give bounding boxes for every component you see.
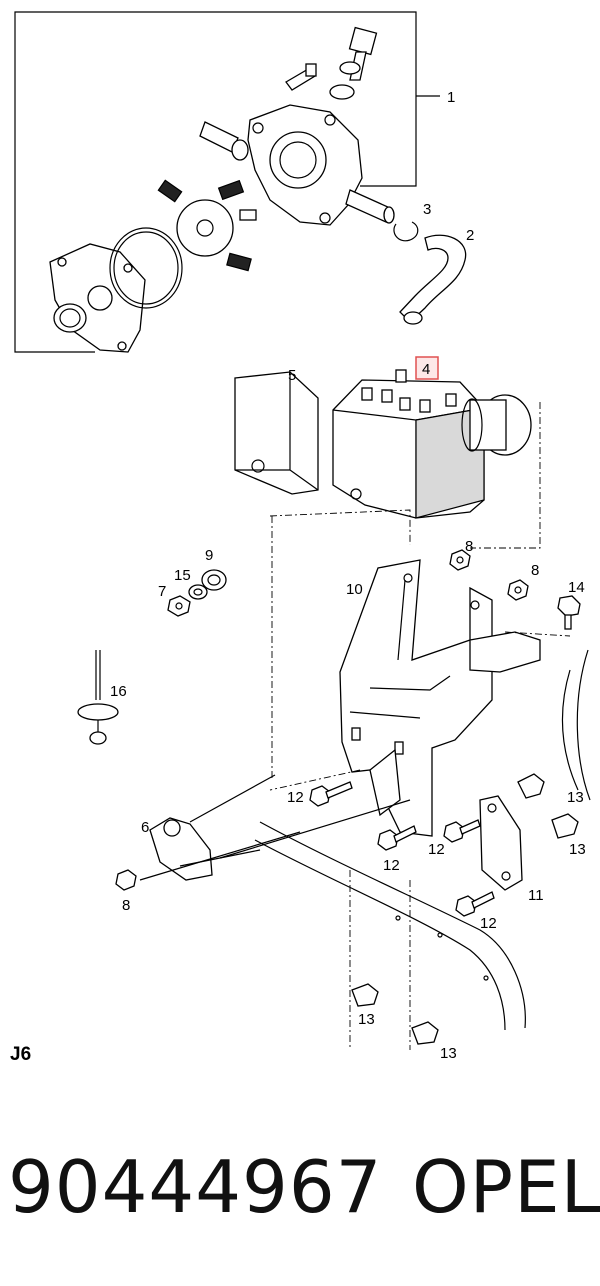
brand-name: OPEL (412, 1145, 600, 1229)
inset-pump-assembly (14, 11, 467, 353)
callout-7: 7 (158, 583, 166, 600)
callout-12-c: 12 (383, 857, 400, 874)
bolt (377, 825, 417, 851)
bolt (309, 781, 353, 807)
leader-lines (139, 774, 411, 881)
callout-6: 6 (141, 819, 149, 836)
fasteners (77, 549, 581, 1045)
callout-5: 5 (288, 367, 296, 384)
bolt (455, 891, 495, 917)
callout-labels: 1 2 3 4 5 6 7 8 8 8 9 10 11 12 12 12 12 … (110, 89, 586, 1062)
callout-13-b: 13 (569, 841, 586, 858)
bolt (443, 819, 481, 843)
callout-9: 9 (205, 547, 213, 564)
callout-4-highlight (415, 356, 439, 380)
clip (551, 813, 579, 839)
callout-11: 11 (528, 887, 544, 904)
callout-16: 16 (110, 683, 127, 700)
sheet-label: J6 (10, 1044, 31, 1065)
callout-13-a: 13 (567, 789, 584, 806)
callout-13-d: 13 (440, 1045, 457, 1062)
callout-8-right: 8 (531, 562, 539, 579)
clip (411, 1021, 439, 1045)
callout-1: 1 (447, 89, 455, 106)
callout-8-left: 8 (122, 897, 130, 914)
clip (351, 983, 379, 1007)
part-number: 90444967 (8, 1145, 382, 1229)
callout-13-c: 13 (358, 1011, 375, 1028)
callout-4: 4 (422, 361, 430, 378)
callout-8-top: 8 (465, 538, 473, 555)
callout-14: 14 (568, 579, 585, 596)
callout-12-d: 12 (480, 915, 497, 932)
clip (517, 773, 545, 799)
callout-3: 3 (423, 201, 431, 218)
vehicle-body-rail (254, 649, 591, 1050)
callout-10: 10 (346, 581, 363, 598)
abs-modulator-assembly (234, 369, 541, 780)
port-fittings (361, 369, 457, 413)
bracket (339, 559, 571, 837)
callout-15: 15 (174, 567, 191, 584)
support-bracket (479, 795, 523, 891)
callout-12-a: 12 (287, 789, 304, 806)
callout-12-b: 12 (428, 841, 445, 858)
callout-2: 2 (466, 227, 474, 244)
